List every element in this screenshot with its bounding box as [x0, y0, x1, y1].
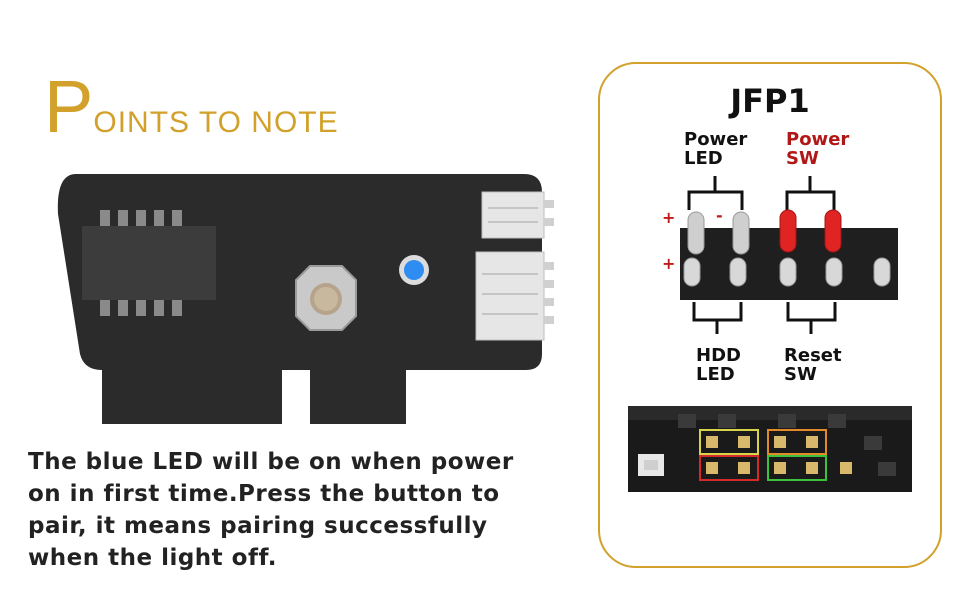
small-connector-icon [481, 191, 554, 239]
hdd-led-label: HDD LED [696, 346, 741, 384]
reset-sw-label-line2: SW [784, 364, 817, 385]
pcb-board-svg [57, 174, 554, 424]
bracket-reset-sw [786, 302, 837, 334]
title-initial: P [44, 65, 94, 148]
highlight-orange [767, 429, 827, 455]
power-sw-pin [824, 209, 842, 253]
minus-sign-top: - [716, 206, 723, 225]
hdd-led-label-line2: LED [696, 364, 735, 385]
bracket-power-led [687, 176, 744, 210]
description-text: The blue LED will be on when power on in… [28, 446, 588, 574]
pin-row-top [687, 209, 842, 255]
pcb-board-illustration [56, 174, 556, 424]
plus-sign-top: + [662, 208, 676, 227]
power-sw-pin [779, 209, 797, 253]
highlight-yellow [699, 429, 759, 455]
hdd-led-label-line1: HDD [696, 345, 741, 366]
description-line: The blue LED will be on when power [28, 449, 514, 475]
jfp1-header-diagram [680, 176, 898, 334]
power-sw-label-line1: Power [786, 129, 850, 150]
jfp1-panel: JFP1 Power LED Power SW + - + - [598, 62, 942, 568]
blue-led-icon [399, 255, 429, 285]
reset-sw-label-line1: Reset [784, 345, 842, 366]
power-sw-label: Power SW [786, 130, 849, 168]
highlight-green [767, 455, 827, 481]
power-led-label-line2: LED [684, 148, 723, 169]
page-title: POINTS TO NOTE [44, 70, 339, 144]
power-led-label-line1: Power [684, 129, 748, 150]
pair-button-icon [295, 265, 357, 331]
large-connector-icon [475, 251, 554, 341]
title-rest: OINTS TO NOTE [93, 106, 339, 139]
description-line: on in first time.Press the button to [28, 481, 500, 507]
highlight-red [699, 455, 759, 481]
description-line: pair, it means pairing successfully [28, 513, 488, 539]
chip-icon [82, 210, 216, 316]
pin-row-bottom [683, 257, 891, 287]
jfp1-title: JFP1 [730, 82, 810, 120]
plus-sign-bottom: + [662, 254, 676, 273]
description-line: when the light off. [28, 545, 277, 571]
bracket-hdd-led [692, 302, 743, 334]
reset-sw-label: Reset SW [784, 346, 842, 384]
power-sw-label-line2: SW [786, 148, 819, 169]
motherboard-photo [628, 406, 912, 492]
bracket-power-sw [785, 176, 836, 210]
power-led-label: Power LED [684, 130, 747, 168]
